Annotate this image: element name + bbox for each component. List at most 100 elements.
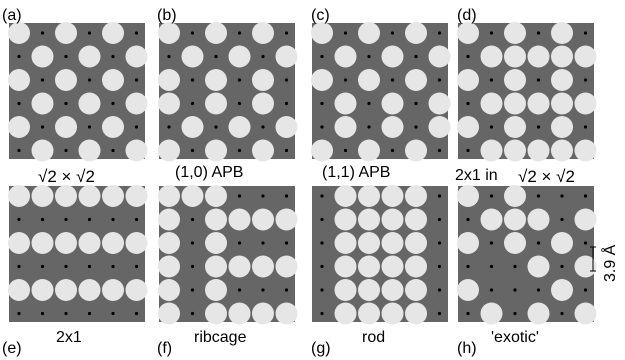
atom-b — [181, 45, 204, 68]
atom-h — [457, 279, 479, 301]
atom-h — [527, 208, 550, 231]
atom-c — [381, 92, 404, 115]
dot-f — [261, 194, 265, 198]
atom-g — [358, 279, 380, 301]
caption-d: 2x1 in — [455, 167, 498, 184]
atom-d — [527, 92, 550, 115]
dot-a — [64, 101, 68, 106]
atom-g — [405, 255, 427, 278]
dot-e — [111, 217, 115, 222]
atom-a — [8, 116, 30, 138]
atom-c — [405, 22, 427, 44]
dot-h — [513, 311, 517, 316]
atom-b — [228, 116, 251, 138]
dot-h — [489, 241, 494, 245]
atom-e — [55, 185, 77, 207]
atom-g — [334, 279, 357, 301]
atom-f — [158, 255, 180, 278]
atom-f — [275, 208, 298, 231]
atom-d — [551, 45, 573, 68]
atom-b — [205, 139, 227, 162]
atom-b — [252, 22, 274, 44]
atom-f — [181, 185, 204, 207]
atom-f — [158, 232, 180, 254]
atom-f — [205, 208, 227, 231]
panel-background-c — [312, 23, 448, 159]
atom-g — [381, 279, 404, 301]
atom-a — [55, 116, 77, 138]
atom-f — [228, 208, 251, 231]
panel-background-b — [159, 23, 295, 159]
atom-d — [504, 139, 526, 162]
dot-d — [489, 31, 494, 35]
dot-c — [343, 78, 348, 82]
atom-a — [102, 22, 124, 44]
dot-f — [261, 288, 265, 292]
lattice-panel-c — [311, 22, 451, 162]
atom-c — [334, 45, 357, 68]
atom-g — [405, 279, 427, 301]
panel-background-a — [9, 23, 145, 159]
dot-c — [414, 54, 418, 59]
dot-c — [414, 101, 418, 106]
atom-g — [358, 232, 380, 254]
atom-g — [405, 232, 427, 254]
dot-a — [17, 54, 21, 59]
dot-h — [513, 288, 517, 292]
dot-e — [87, 311, 92, 316]
dot-f — [237, 194, 242, 198]
dot-h — [536, 241, 541, 245]
dot-b — [190, 78, 195, 82]
scale-bar-label: 3.9 Å — [600, 244, 619, 282]
atom-a — [55, 22, 77, 44]
dot-h — [513, 264, 517, 269]
dot-d — [536, 31, 541, 35]
atom-c — [358, 22, 380, 44]
atom-h — [551, 232, 573, 254]
panel-background-g — [312, 186, 448, 322]
atom-c — [405, 139, 427, 162]
atom-h — [527, 255, 550, 278]
atom-c — [405, 69, 427, 91]
atom-g — [381, 208, 404, 231]
atom-a — [125, 92, 148, 115]
panel-letter-g: (g) — [311, 340, 331, 357]
dot-f — [190, 311, 195, 316]
dot-b — [284, 101, 289, 106]
atom-g — [358, 302, 380, 325]
dot-a — [17, 101, 21, 106]
dot-h — [560, 194, 564, 198]
atom-h — [480, 208, 503, 231]
atom-f — [205, 279, 227, 301]
atom-e — [31, 232, 54, 254]
panel-background-d — [458, 23, 594, 159]
atom-f — [228, 255, 251, 278]
dot-c — [390, 78, 395, 82]
atom-c — [334, 92, 357, 115]
atom-g — [381, 185, 404, 207]
dot-e — [134, 217, 139, 222]
atom-d — [527, 45, 550, 68]
lattice-panel-h — [457, 185, 597, 325]
atom-h — [574, 302, 597, 325]
atom-e — [8, 232, 30, 254]
dot-a — [111, 54, 115, 59]
dot-a — [87, 78, 92, 82]
dot-d — [583, 31, 588, 35]
atom-e — [31, 279, 54, 301]
dot-b — [167, 125, 171, 129]
atom-g — [381, 302, 404, 325]
atom-h — [504, 232, 526, 254]
atom-a — [8, 22, 30, 44]
dot-e — [87, 217, 92, 222]
atom-g — [334, 255, 357, 278]
dot-e — [40, 311, 45, 316]
atom-h — [551, 279, 573, 301]
panels-layer — [8, 22, 597, 325]
atom-a — [55, 69, 77, 91]
atom-c — [311, 22, 333, 44]
atom-c — [381, 116, 404, 138]
dot-h — [466, 217, 470, 222]
dot-a — [111, 148, 115, 153]
dot-c — [367, 125, 371, 129]
